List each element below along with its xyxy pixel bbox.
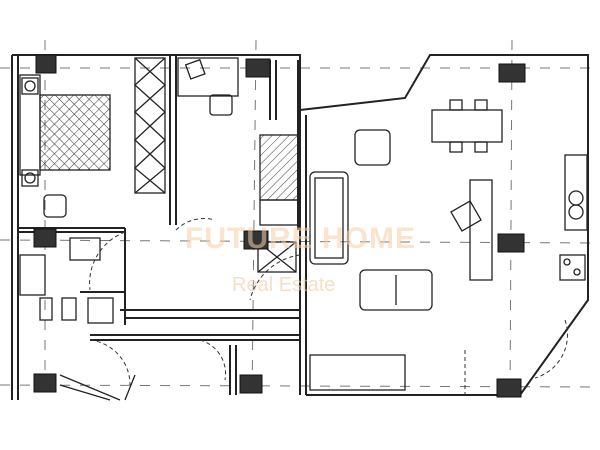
watermark-brand: FUTURE HOME [185,222,416,255]
walls [11,54,589,400]
doors [89,218,568,395]
watermark-tagline: Real Estate [232,274,336,296]
furniture [19,57,588,401]
structural-columns [33,54,526,398]
